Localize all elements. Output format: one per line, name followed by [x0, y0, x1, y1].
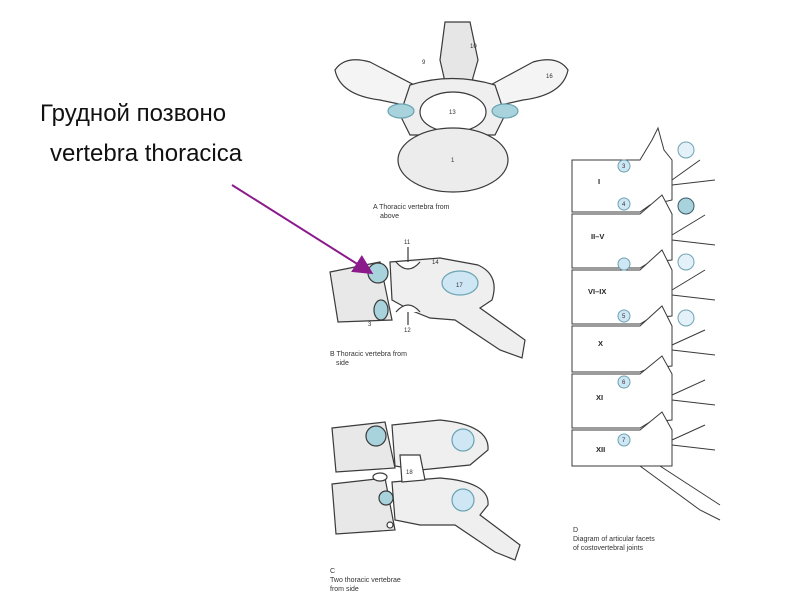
- two-vertebrae-from-side: [331, 419, 521, 561]
- caption-b-line2: side: [336, 360, 349, 367]
- label-b-11: 11: [404, 240, 411, 246]
- vertebra-label-x: X: [598, 339, 603, 348]
- caption-d-line3: of costovertebral joints: [573, 545, 644, 552]
- label-a-13: 13: [449, 110, 456, 116]
- vertebra-from-above: [334, 21, 569, 193]
- vertebra-label-xii: XII: [596, 445, 605, 454]
- facet-label-5: 5: [622, 314, 626, 320]
- label-c-18: 18: [406, 470, 413, 476]
- label-a-10: 10: [470, 44, 477, 50]
- label-b-12: 12: [404, 328, 411, 334]
- caption-c-line3: from side: [330, 586, 359, 593]
- caption-c-line1: C: [330, 568, 335, 575]
- caption-d-line2: Diagram of articular facets: [573, 536, 655, 543]
- facet-label-7: 7: [622, 438, 626, 444]
- facet-label-6: 6: [622, 380, 626, 386]
- vertebra-label-i: I: [598, 177, 600, 186]
- vertebra-label-vi-ix: VI–IX: [588, 287, 606, 296]
- pointer-arrow: [231, 184, 374, 275]
- facet-label-4: 4: [622, 202, 626, 208]
- facet-label-3: 3: [622, 164, 626, 170]
- costovertebral-diagram: [571, 126, 721, 521]
- vertebra-label-ii-v: II–V: [591, 232, 604, 241]
- caption-a-line2: above: [380, 213, 399, 220]
- title-line-russian: Грудной позвоно: [40, 100, 227, 127]
- caption-a-line1: A Thoracic vertebra from: [373, 204, 450, 211]
- caption-c-line2: Two thoracic vertebrae: [330, 577, 401, 584]
- caption-d-line1: D: [573, 527, 578, 534]
- caption-b-line1: B Thoracic vertebra from: [330, 351, 407, 358]
- label-b-17: 17: [456, 283, 463, 289]
- vertebra-from-side: [329, 247, 526, 359]
- label-a-16: 16: [546, 74, 553, 80]
- label-a-9: 9: [422, 60, 426, 66]
- label-b-14: 14: [432, 260, 439, 266]
- label-a-1: 1: [451, 158, 455, 164]
- title-line-latin: vertebra thoracica: [50, 140, 243, 167]
- label-b-3: 3: [368, 322, 372, 328]
- vertebra-label-xi: XI: [596, 393, 603, 402]
